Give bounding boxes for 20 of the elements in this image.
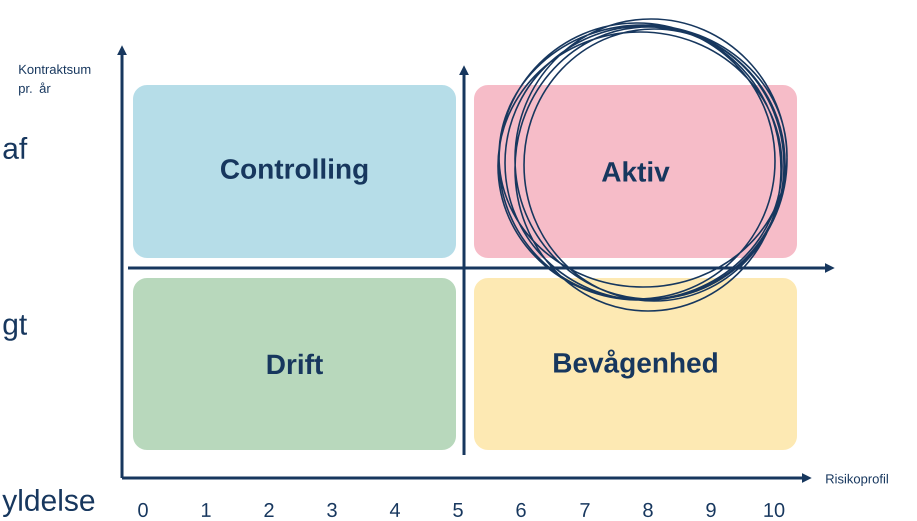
partial-text: af xyxy=(3,137,28,159)
tick-label: 3 xyxy=(327,502,337,518)
partial-text: yldelse xyxy=(2,489,94,517)
tick-label: 10 xyxy=(764,502,784,518)
tick-label: 2 xyxy=(264,503,274,517)
quadrant-box: Controlling xyxy=(133,85,456,258)
tick-label: 5 xyxy=(453,503,463,517)
tick-label: 9 xyxy=(706,502,716,518)
quadrant-box: Aktiv xyxy=(474,85,797,258)
tick-label: 7 xyxy=(580,503,590,517)
quadrant-box: Bevågenhed xyxy=(474,278,797,450)
tick-label: 8 xyxy=(643,502,653,518)
tick-label: 4 xyxy=(390,503,400,517)
tick-label: 1 xyxy=(202,503,211,517)
tick-label: 6 xyxy=(516,502,526,518)
axis-label: Kontraktsum pr. år xyxy=(19,64,90,96)
partial-text: gt xyxy=(3,315,27,341)
axis-label: Risikoprofil xyxy=(826,474,888,486)
tick-label: 0 xyxy=(138,502,148,518)
quadrant-box: Drift xyxy=(133,278,456,450)
